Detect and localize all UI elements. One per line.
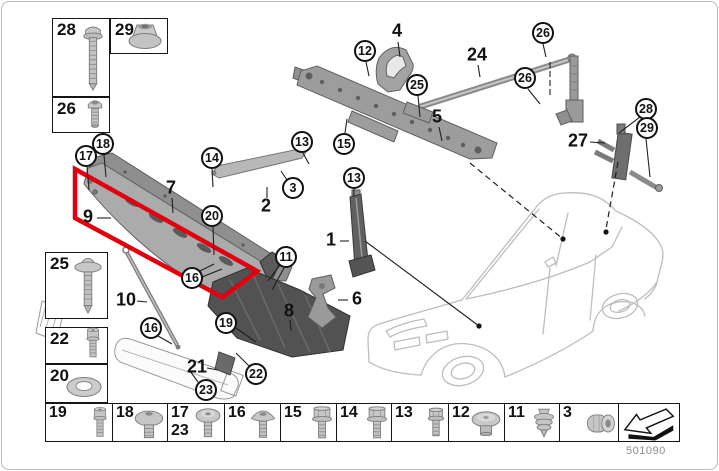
legend-cell-12[interactable]: 12	[448, 404, 504, 441]
legend-cell-11[interactable]: 11	[504, 404, 559, 441]
legend-cell-label: 14	[340, 404, 358, 421]
flat-washer-icon	[65, 375, 103, 399]
mushroom-head-screw-icon	[133, 406, 165, 439]
part-label-4[interactable]: 4	[391, 20, 403, 41]
pan-head-screw-icon	[194, 406, 222, 439]
legend-cell-13[interactable]: 13	[391, 404, 448, 441]
callout-18[interactable]: 18	[92, 133, 114, 155]
part-bracket-4[interactable]	[375, 46, 414, 93]
callout-26[interactable]: 26	[514, 67, 536, 89]
legend-cell-18[interactable]: 18	[112, 404, 167, 441]
legend-cell-label: 15	[284, 404, 302, 421]
long-bolt-icon	[81, 21, 105, 93]
direction-arrow-icon	[620, 405, 679, 440]
callout-12[interactable]: 12	[354, 40, 376, 62]
part-label-7[interactable]: 7	[165, 177, 177, 198]
legend-cell-15[interactable]: 15	[280, 404, 336, 441]
part-label-2[interactable]: 2	[260, 195, 272, 216]
highlight-red-box	[72, 165, 262, 300]
expanding-rivet-icon	[531, 406, 557, 439]
fastener-box-label: 22	[50, 329, 69, 348]
legend-cell-label: 12	[452, 404, 470, 421]
leader-dots	[476, 229, 609, 329]
fastener-box-28[interactable]: 28	[52, 18, 110, 97]
legend-cell-14[interactable]: 14	[336, 404, 391, 441]
hex-bolt-icon	[310, 405, 334, 440]
socket-head-bolt-icon	[83, 327, 103, 360]
legend-cell-label: 17	[171, 404, 189, 421]
leader-lines	[86, 41, 651, 383]
callout-26[interactable]: 26	[532, 22, 554, 44]
fastener-box-25[interactable]: 25	[45, 252, 108, 319]
legend-cell-label: 19	[49, 404, 67, 421]
part-strut-rod-24[interactable]	[402, 53, 584, 126]
car-outline	[367, 192, 664, 387]
fastener-box-label: 20	[50, 366, 69, 385]
part-label-24[interactable]: 24	[466, 44, 488, 65]
callout-16[interactable]: 16	[181, 267, 203, 289]
callout-14[interactable]: 14	[201, 147, 223, 169]
fastener-box-22[interactable]: 22	[45, 327, 108, 364]
legend-cell-label: 11	[508, 404, 525, 421]
callout-25[interactable]: 25	[406, 74, 428, 96]
part-label-21[interactable]: 21	[186, 356, 208, 377]
part-label-9[interactable]: 9	[82, 206, 94, 227]
washer-screw-icon	[73, 255, 103, 315]
round-head-screw-icon	[248, 406, 278, 440]
callout-3[interactable]: 3	[282, 177, 304, 199]
part-label-8[interactable]: 8	[283, 300, 295, 321]
part-label-1[interactable]: 1	[325, 229, 337, 250]
callout-28[interactable]: 28	[635, 98, 657, 120]
barrel-nut-icon	[584, 409, 616, 436]
short-bolt-icon	[85, 97, 105, 129]
part-strut-1[interactable]	[348, 189, 376, 278]
fastener-box-29[interactable]: 29	[110, 18, 168, 54]
legend-cell-label: 18	[116, 404, 134, 421]
fastener-box-20[interactable]: 20	[45, 364, 108, 403]
callout-19[interactable]: 19	[215, 312, 237, 334]
fastener-box-label: 26	[57, 99, 76, 118]
legend-cell-direction-arrow[interactable]	[618, 404, 681, 441]
part-strip-2[interactable]	[211, 148, 307, 179]
part-bracket-6[interactable]	[307, 274, 337, 329]
fastener-box-26[interactable]: 26	[52, 97, 110, 133]
fastener-box-label: 29	[115, 20, 134, 39]
callout-13[interactable]: 13	[291, 131, 313, 153]
push-rivet-icon	[470, 410, 502, 436]
hex-bolt-icon	[365, 405, 389, 440]
fastener-box-label: 28	[57, 20, 76, 39]
legend-cell-19[interactable]: 19	[46, 404, 112, 441]
diagram-code: 501090	[626, 445, 666, 457]
part-label-10[interactable]: 10	[115, 289, 137, 310]
legend-cell-16[interactable]: 16	[224, 404, 280, 441]
callout-20[interactable]: 20	[201, 205, 223, 227]
hex-flange-bolt-icon	[426, 407, 446, 438]
legend-cell-3[interactable]: 3	[559, 404, 618, 441]
callout-16[interactable]: 16	[140, 317, 162, 339]
legend-cell-label: 3	[563, 404, 572, 421]
callout-11[interactable]: 11	[275, 246, 297, 268]
callout-13[interactable]: 13	[343, 167, 365, 189]
callout-15[interactable]: 15	[333, 133, 355, 155]
callout-17[interactable]: 17	[75, 145, 97, 167]
fastener-box-label: 25	[50, 254, 69, 273]
callout-22[interactable]: 22	[245, 363, 267, 385]
callout-23[interactable]: 23	[195, 379, 217, 401]
callout-29[interactable]: 29	[636, 117, 658, 139]
socket-head-bolt-icon	[90, 406, 110, 439]
part-label-5[interactable]: 5	[431, 106, 443, 127]
legend-cell-label: 16	[228, 404, 246, 421]
flange-nut-icon	[127, 22, 163, 50]
part-label-27[interactable]: 27	[567, 130, 589, 151]
legend-cell-label: 23	[171, 422, 189, 439]
part-support-rail-5-15[interactable]	[292, 65, 498, 160]
legend-cell-label: 13	[395, 404, 413, 421]
part-label-6[interactable]: 6	[351, 288, 363, 309]
